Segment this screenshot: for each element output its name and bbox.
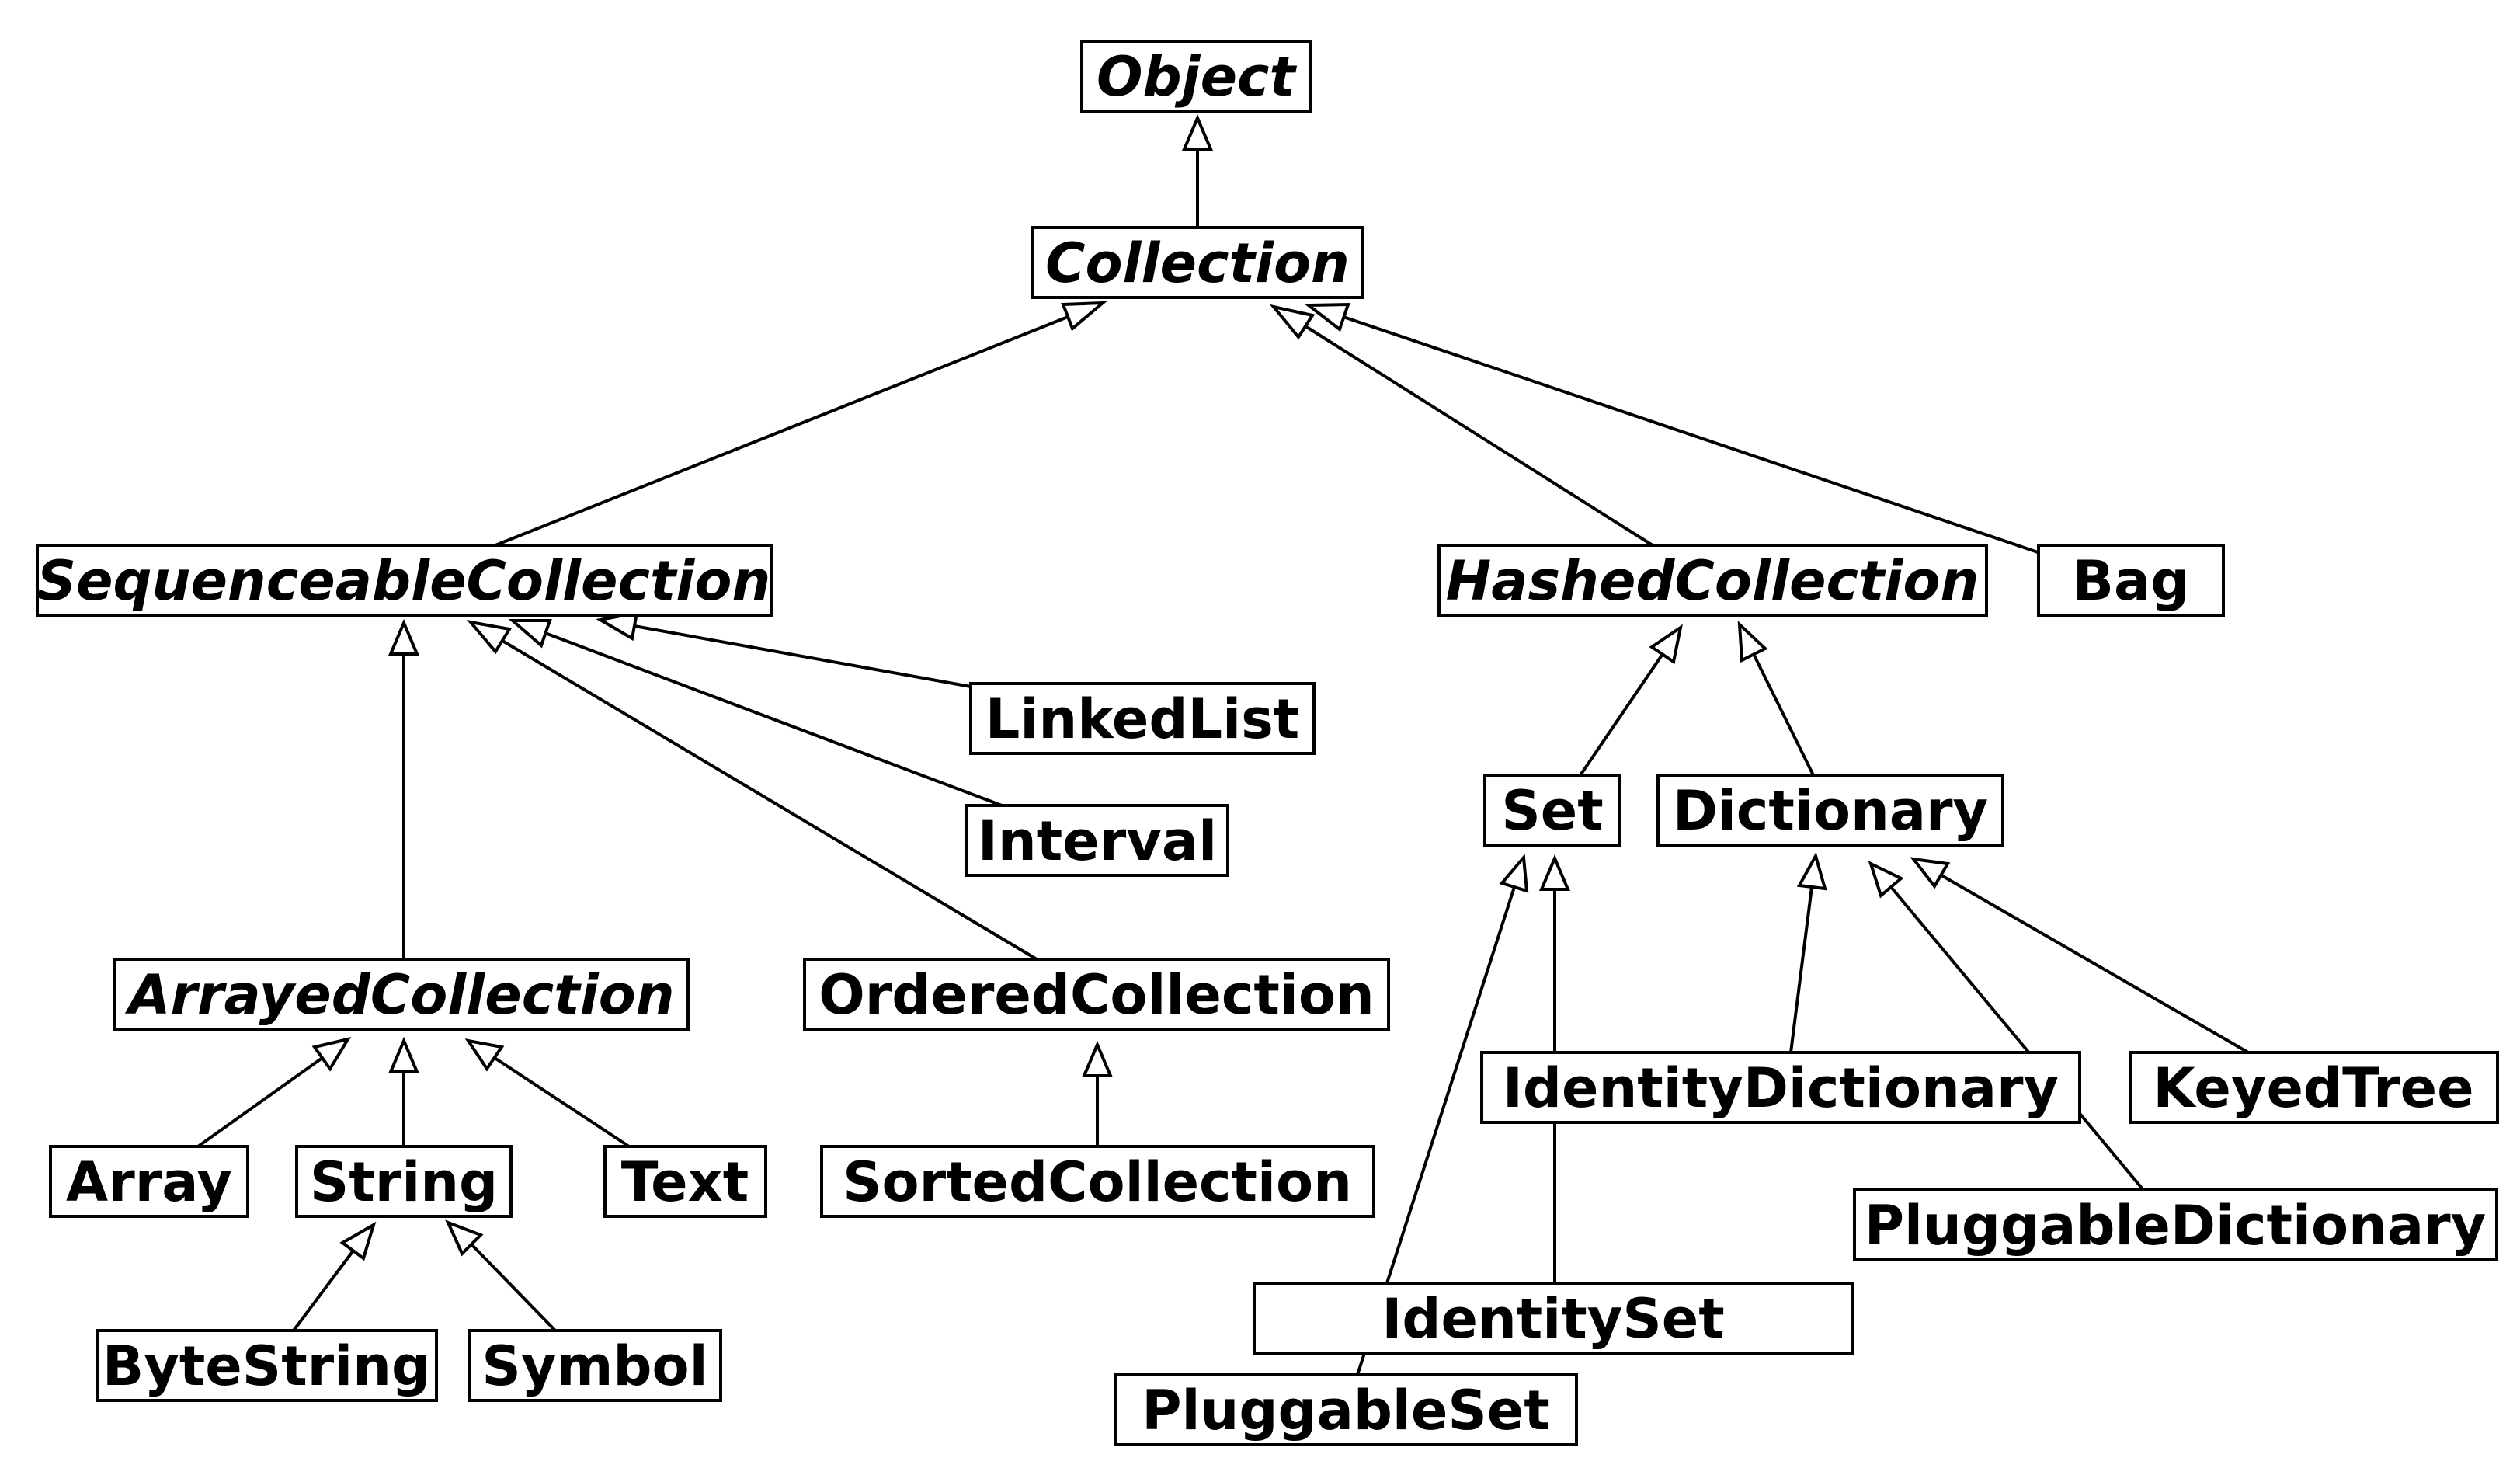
class-box-ordered-collection: OrderedCollection bbox=[803, 958, 1390, 1031]
arrowhead-collection-object bbox=[1181, 113, 1214, 151]
class-label-sequenceable-collection: SequenceableCollection bbox=[37, 549, 771, 613]
class-box-symbol: Symbol bbox=[468, 1329, 722, 1402]
class-box-pluggable-set: PluggableSet bbox=[1114, 1373, 1578, 1446]
class-box-pluggable-dictionary: PluggableDictionary bbox=[1853, 1188, 2498, 1261]
class-box-linked-list: LinkedList bbox=[969, 682, 1316, 755]
edge-text-arrayed bbox=[493, 1056, 631, 1148]
edge-linkedlist-sequenceable bbox=[634, 624, 972, 688]
edge-keyedtree-dictionary bbox=[1941, 874, 2249, 1054]
arrowhead-symbol-string bbox=[445, 1219, 484, 1257]
arrowhead-text-arrayed bbox=[464, 1038, 505, 1072]
arrowhead-ordered-sequenceable bbox=[466, 620, 513, 655]
arrowhead-bytestring-string bbox=[339, 1221, 377, 1261]
class-box-identity-set: IdentitySet bbox=[1253, 1282, 1854, 1355]
class-label-symbol: Symbol bbox=[481, 1334, 707, 1398]
class-label-hashed-collection: HashedCollection bbox=[1446, 549, 1980, 613]
edge-bytestring-string bbox=[292, 1249, 355, 1332]
arrowhead-identityset-set bbox=[1538, 854, 1571, 891]
arrowhead-dictionary-hashed bbox=[1737, 621, 1768, 663]
class-box-identity-dictionary: IdentityDictionary bbox=[1480, 1051, 2081, 1124]
class-box-sequenceable-collection: SequenceableCollection bbox=[36, 544, 773, 617]
class-box-string: String bbox=[295, 1145, 513, 1218]
class-label-linked-list: LinkedList bbox=[985, 687, 1299, 751]
edge-array-arrayed bbox=[196, 1056, 324, 1148]
class-label-object: Object bbox=[1097, 45, 1298, 109]
class-box-keyed-tree: KeyedTree bbox=[2129, 1051, 2499, 1124]
edge-symbol-string bbox=[470, 1243, 557, 1332]
edge-sequenceable-collection bbox=[495, 315, 1069, 547]
class-label-set: Set bbox=[1501, 779, 1603, 843]
class-box-dictionary: Dictionary bbox=[1656, 774, 2004, 847]
edge-pluggabledictionary-dictionary bbox=[1889, 885, 2145, 1191]
arrowhead-pluggabledictionary-dictionary bbox=[1868, 861, 1904, 899]
class-label-ordered-collection: OrderedCollection bbox=[819, 963, 1375, 1027]
class-label-bag: Bag bbox=[2073, 549, 2190, 613]
class-box-set: Set bbox=[1483, 774, 1621, 847]
inheritance-edges bbox=[196, 113, 2249, 1376]
class-box-byte-string: ByteString bbox=[96, 1329, 438, 1402]
class-box-bag: Bag bbox=[2037, 544, 2225, 617]
class-box-sorted-collection: SortedCollection bbox=[820, 1145, 1375, 1218]
arrowhead-arrayed-sequenceable bbox=[388, 618, 420, 656]
arrowhead-interval-sequenceable bbox=[508, 619, 552, 649]
edge-dictionary-hashed bbox=[1752, 653, 1815, 776]
class-label-identity-set: IdentitySet bbox=[1382, 1287, 1724, 1351]
edge-hashed-collection bbox=[1304, 325, 1654, 547]
edge-identitydictionary-dictionary bbox=[1789, 886, 1813, 1053]
class-label-interval: Interval bbox=[978, 809, 1217, 873]
class-label-pluggable-set: PluggableSet bbox=[1142, 1379, 1550, 1442]
class-box-text: Text bbox=[603, 1145, 767, 1218]
class-box-object: Object bbox=[1080, 40, 1312, 113]
class-label-byte-string: ByteString bbox=[103, 1334, 430, 1398]
class-box-collection: Collection bbox=[1031, 226, 1364, 299]
class-label-text: Text bbox=[621, 1150, 749, 1214]
edge-bag-collection bbox=[1343, 315, 2041, 555]
class-label-identity-dictionary: IdentityDictionary bbox=[1503, 1056, 2059, 1120]
edge-interval-sequenceable bbox=[544, 631, 1003, 807]
arrowhead-pluggableset-set bbox=[1499, 854, 1529, 893]
arrowhead-set-hashed bbox=[1649, 624, 1683, 665]
arrowhead-sequenceable-collection bbox=[1061, 301, 1107, 332]
arrowhead-hashed-collection bbox=[1269, 304, 1316, 340]
class-label-string: String bbox=[310, 1150, 498, 1214]
class-boxes: Object Collection SequenceableCollection… bbox=[36, 40, 2499, 1446]
edge-ordered-sequenceable bbox=[501, 639, 1038, 961]
class-label-array: Array bbox=[66, 1150, 232, 1214]
arrowhead-keyedtree-dictionary bbox=[1910, 857, 1951, 889]
edge-set-hashed bbox=[1579, 652, 1664, 777]
arrowhead-sorted-ordered bbox=[1081, 1040, 1114, 1077]
arrowhead-array-arrayed bbox=[311, 1036, 352, 1072]
arrowhead-string-arrayed bbox=[388, 1036, 420, 1073]
class-label-pluggable-dictionary: PluggableDictionary bbox=[1865, 1194, 2487, 1258]
arrowhead-bag-collection bbox=[1304, 302, 1350, 332]
class-box-hashed-collection: HashedCollection bbox=[1437, 544, 1988, 617]
class-box-array: Array bbox=[49, 1145, 249, 1218]
class-label-collection: Collection bbox=[1045, 231, 1350, 295]
arrowhead-identitydictionary-dictionary bbox=[1796, 851, 1827, 891]
class-label-sorted-collection: SortedCollection bbox=[843, 1150, 1352, 1214]
class-box-arrayed-collection: ArrayedCollection bbox=[113, 958, 690, 1031]
class-box-interval: Interval bbox=[965, 804, 1229, 877]
class-label-keyed-tree: KeyedTree bbox=[2153, 1056, 2473, 1120]
class-label-arrayed-collection: ArrayedCollection bbox=[124, 963, 674, 1027]
class-label-dictionary: Dictionary bbox=[1673, 779, 1988, 843]
